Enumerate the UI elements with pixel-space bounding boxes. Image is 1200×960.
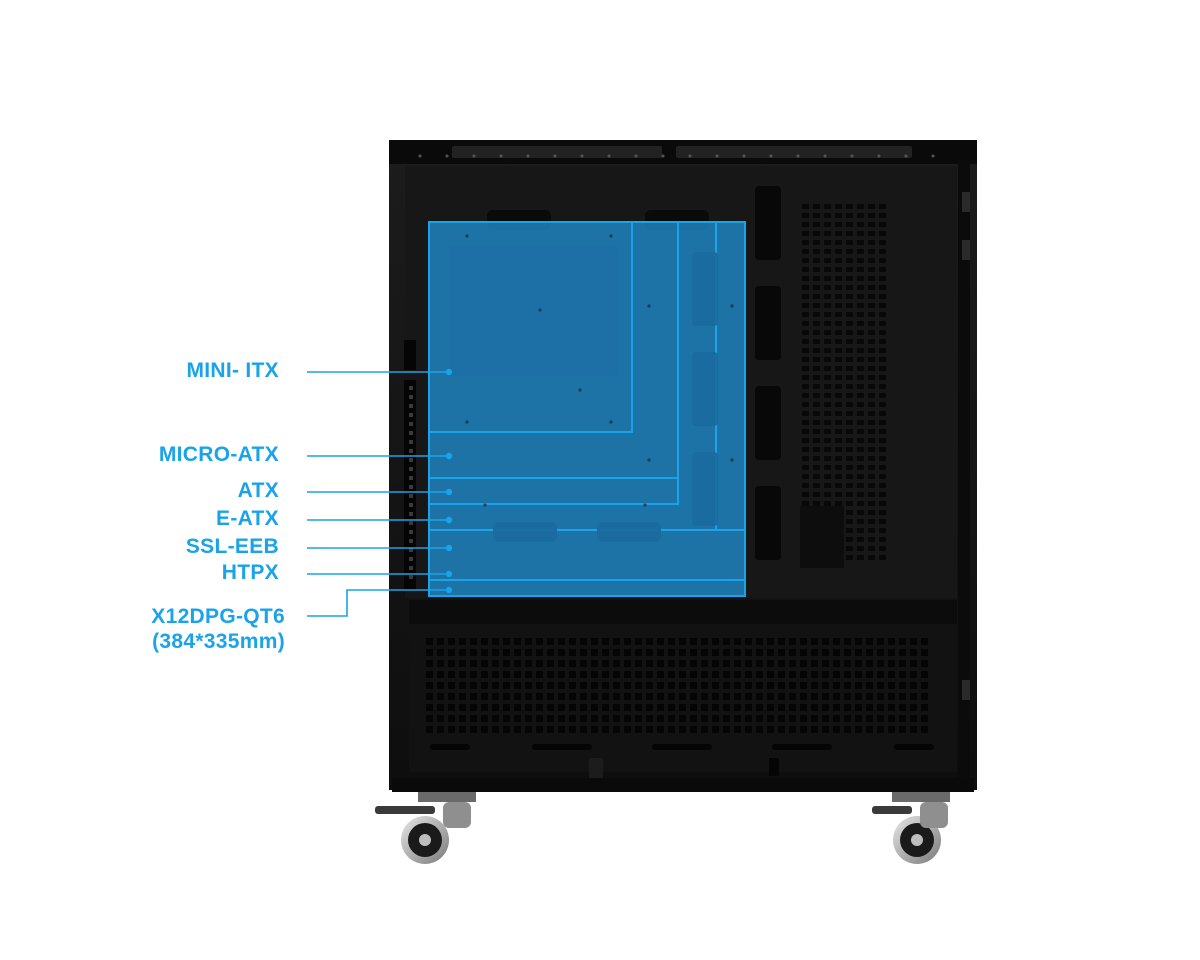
label-ssl-eeb: SSL-EEB — [185, 535, 279, 558]
label-htpx: HTPX — [221, 561, 279, 584]
label-micro-atx: MICRO-ATX — [158, 443, 279, 466]
leader-dots — [445, 368, 453, 594]
caster-right — [872, 792, 950, 864]
vent-grid — [802, 204, 886, 560]
label-x12dpg-qt6-size: (384*335mm) — [152, 630, 285, 653]
board-mini-itx — [428, 221, 633, 433]
label-atx: ATX — [237, 479, 279, 502]
leader-lines — [307, 371, 449, 617]
case-base — [392, 778, 974, 792]
label-x12dpg-qt6: X12DPG-QT6 (384*335mm) — [151, 604, 285, 654]
label-mini-itx: MINI- ITX — [186, 359, 279, 382]
caster-left — [375, 792, 476, 864]
cable-slots — [755, 186, 781, 560]
label-x12dpg-qt6-name: X12DPG-QT6 — [151, 605, 285, 628]
label-e-atx: E-ATX — [216, 507, 279, 530]
